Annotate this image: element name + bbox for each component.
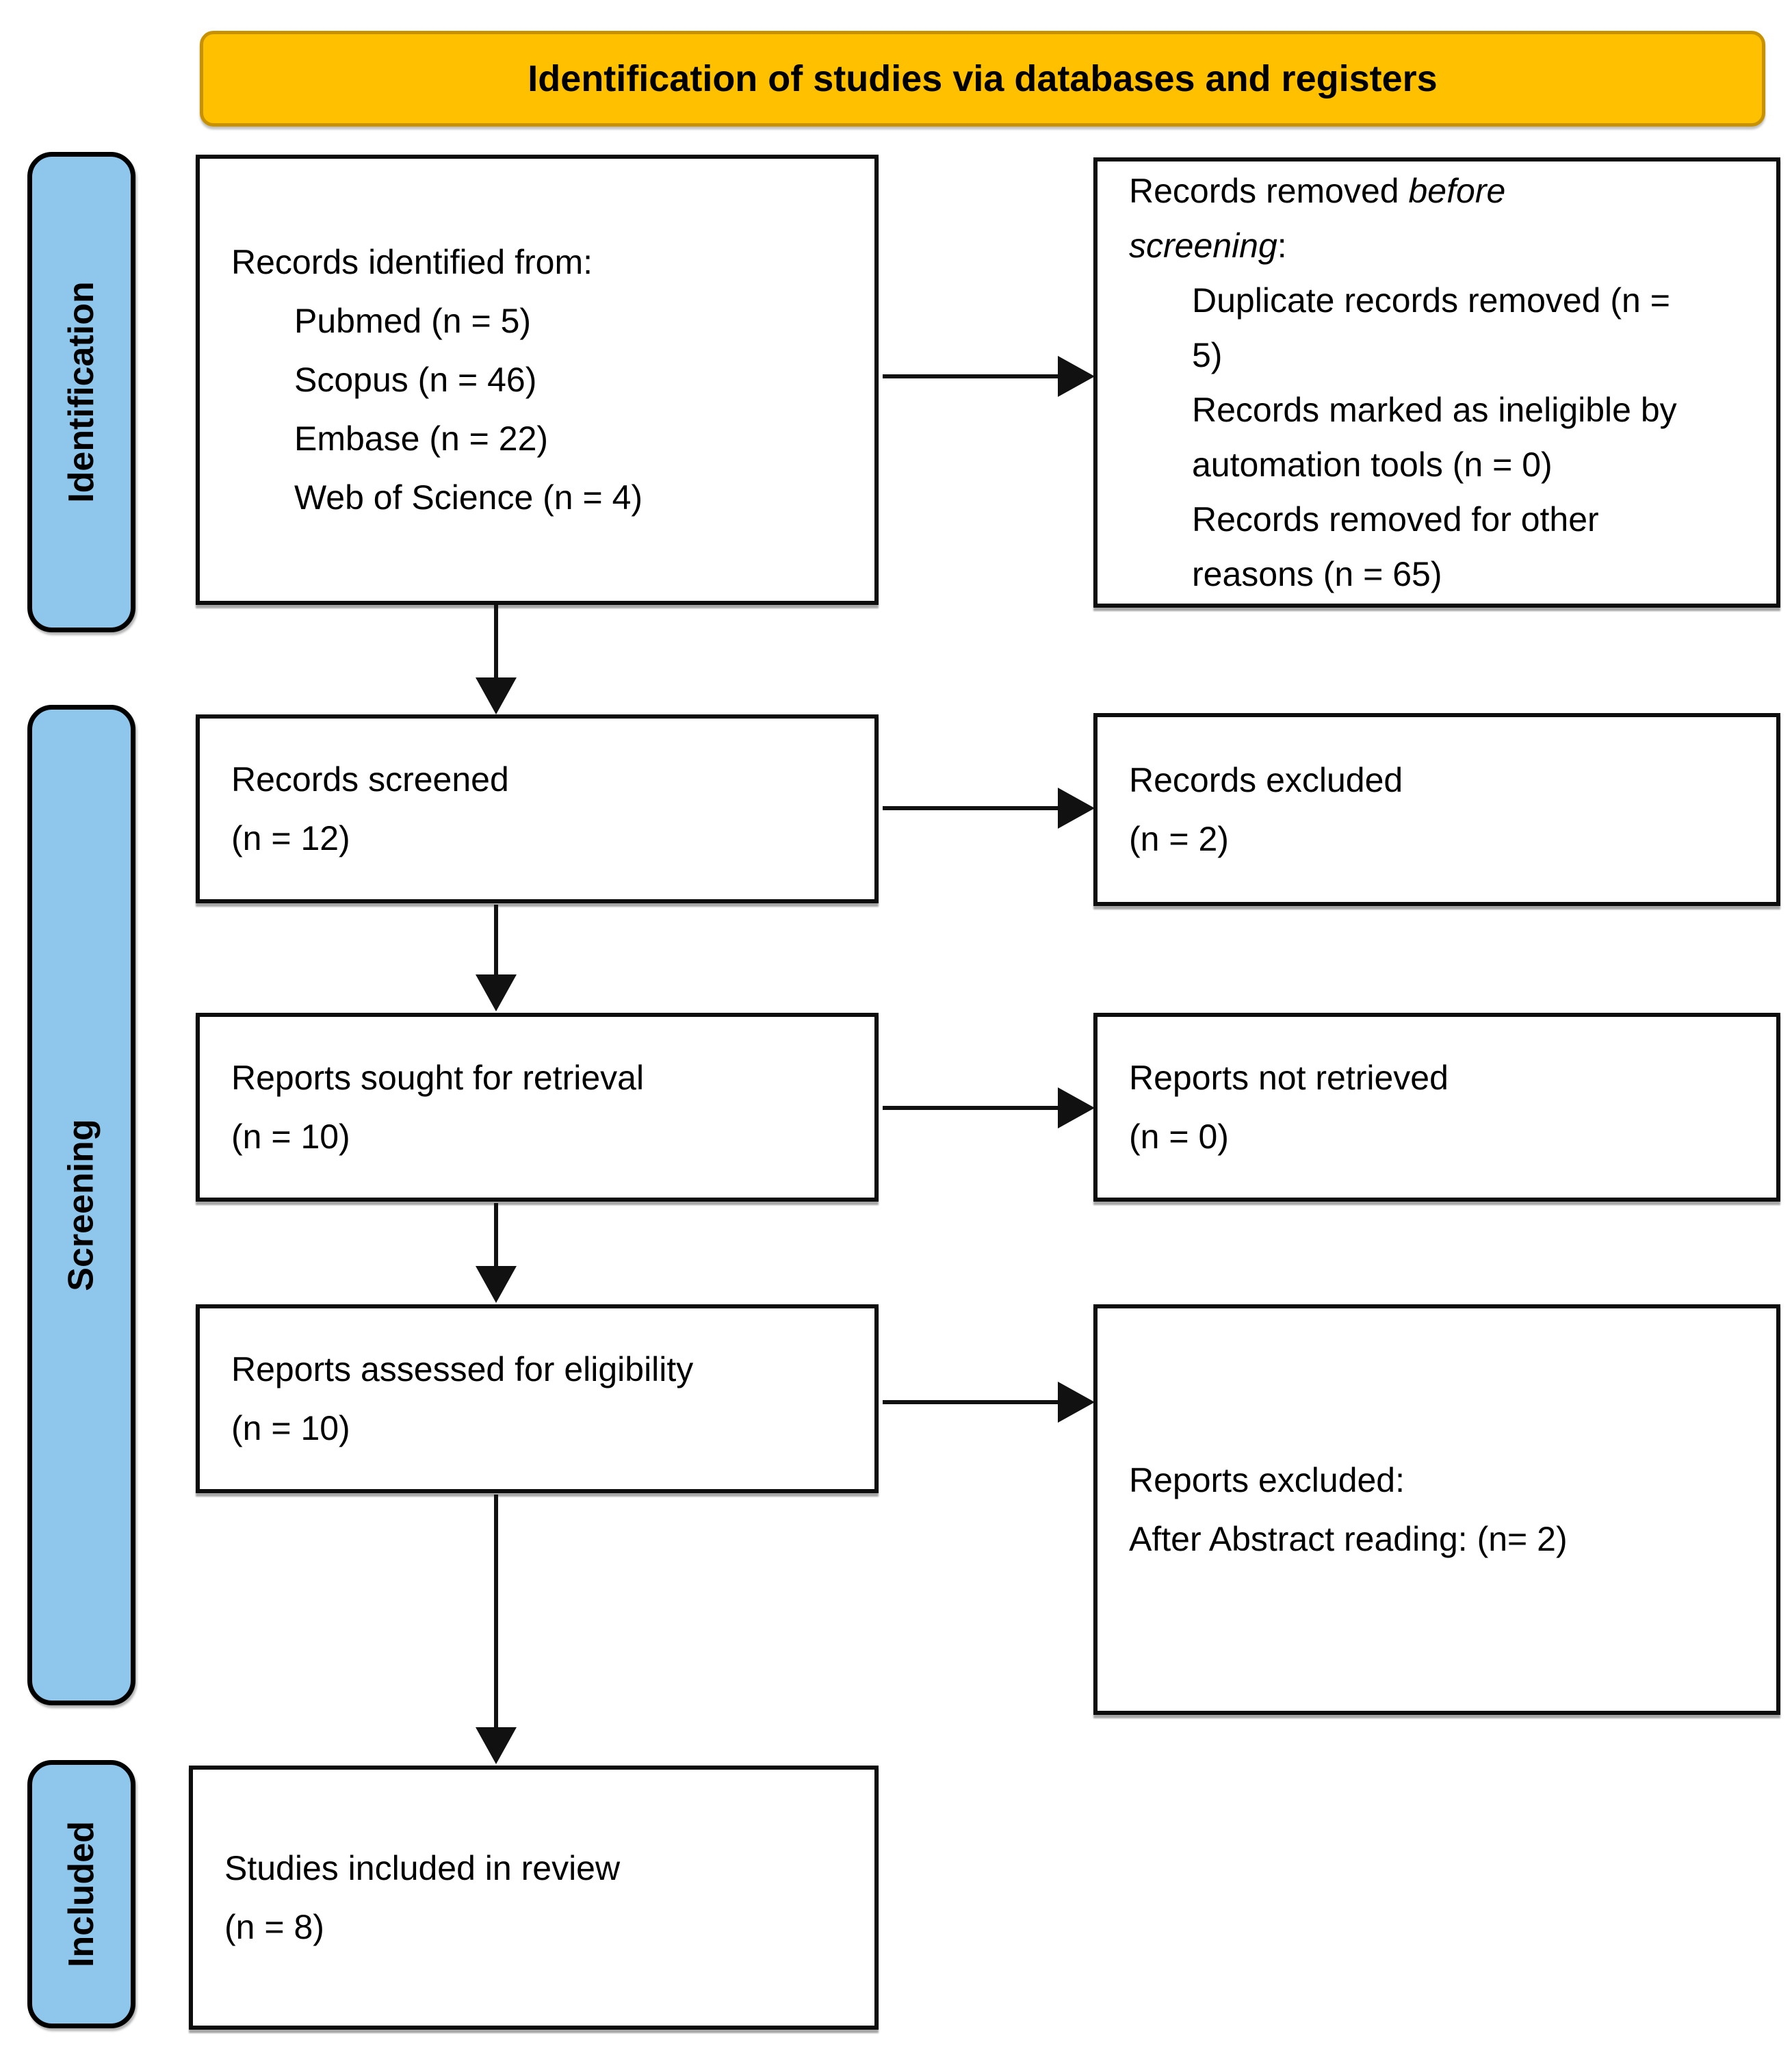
reports-assessed-label: Reports assessed for eligibility	[231, 1350, 694, 1388]
source-scopus: Scopus (n = 46)	[294, 361, 537, 399]
reports-sought-count: (n = 10)	[231, 1117, 350, 1156]
source-pubmed: Pubmed (n = 5)	[294, 302, 532, 340]
reports-excluded-line2: After Abstract reading: (n= 2)	[1129, 1520, 1568, 1558]
studies-included-count: (n = 8)	[224, 1908, 324, 1946]
header-banner: Identification of studies via databases …	[200, 31, 1765, 127]
records-excluded-count: (n = 2)	[1129, 820, 1229, 858]
records-removed-title-italic1: before	[1408, 172, 1506, 210]
box-records-excluded: Records excluded (n = 2)	[1093, 713, 1780, 906]
source-embase: Embase (n = 22)	[294, 419, 549, 458]
stage-included: Included	[27, 1760, 135, 2028]
stage-screening-label: Screening	[62, 1119, 102, 1291]
removed-other: Records removed for other reasons (n = 6…	[1192, 500, 1599, 593]
reports-not-retrieved-label: Reports not retrieved	[1129, 1059, 1449, 1097]
box-studies-included: Studies included in review (n = 8)	[189, 1766, 879, 2030]
box-reports-sought: Reports sought for retrieval (n = 10)	[196, 1013, 879, 1202]
records-removed-title-suffix: :	[1277, 227, 1287, 265]
records-removed-title-line1: Records removed before	[1129, 164, 1708, 218]
stage-identification: Identification	[27, 152, 135, 632]
records-identified-intro: Records identified from:	[231, 243, 593, 281]
reports-sought-label: Reports sought for retrieval	[231, 1059, 645, 1097]
box-reports-not-retrieved: Reports not retrieved (n = 0)	[1093, 1013, 1780, 1202]
removed-duplicates: Duplicate records removed (n = 5)	[1192, 281, 1670, 374]
reports-not-retrieved-count: (n = 0)	[1129, 1117, 1229, 1156]
records-removed-title-line2: screening:	[1129, 218, 1708, 273]
removed-automation: Records marked as ineligible by automati…	[1192, 391, 1677, 484]
box-records-removed: Records removed before screening: Duplic…	[1093, 157, 1780, 608]
box-records-identified: Records identified from: Pubmed (n = 5) …	[196, 155, 879, 605]
records-removed-title-prefix: Records removed	[1129, 172, 1409, 210]
records-screened-label: Records screened	[231, 760, 509, 799]
records-removed-title-italic2: screening	[1129, 227, 1277, 265]
records-excluded-label: Records excluded	[1129, 761, 1403, 799]
stage-identification-label: Identification	[62, 281, 101, 503]
reports-assessed-count: (n = 10)	[231, 1409, 350, 1447]
reports-excluded-line1: Reports excluded:	[1129, 1461, 1405, 1499]
stage-screening: Screening	[27, 705, 135, 1705]
source-web-of-science: Web of Science (n = 4)	[294, 478, 643, 517]
header-title: Identification of studies via databases …	[528, 58, 1438, 99]
records-screened-count: (n = 12)	[231, 819, 350, 857]
studies-included-label: Studies included in review	[224, 1849, 621, 1887]
box-reports-excluded: Reports excluded: After Abstract reading…	[1093, 1304, 1780, 1715]
box-records-screened: Records screened (n = 12)	[196, 714, 879, 903]
box-reports-assessed: Reports assessed for eligibility (n = 10…	[196, 1304, 879, 1493]
stage-included-label: Included	[62, 1821, 102, 1967]
